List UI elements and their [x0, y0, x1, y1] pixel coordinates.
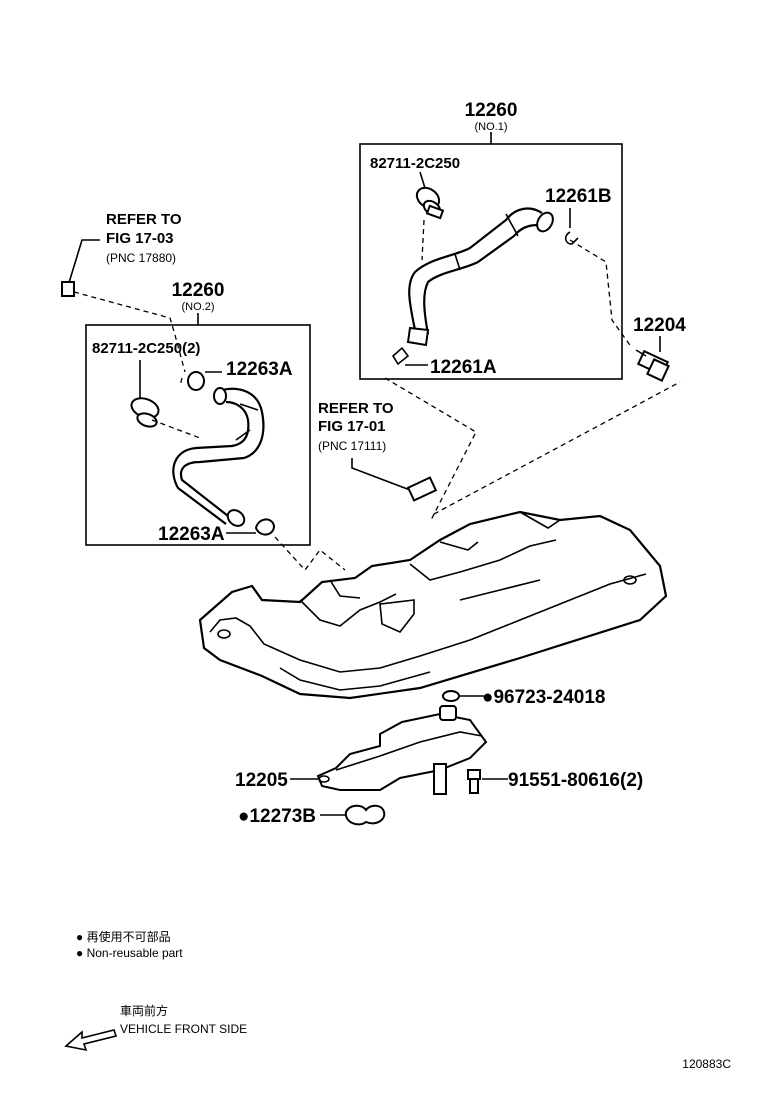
o-ring-icon	[442, 690, 460, 702]
part-82711-mid-label: 82711-2C250(2)	[92, 340, 200, 357]
hose-no1-icon	[406, 207, 554, 347]
pcv-valve-12204-group: 12204	[633, 315, 686, 382]
clip-12261B-icon	[564, 231, 579, 245]
part-12273B-label: ●12273B	[238, 806, 316, 827]
baffle-plate-icon	[316, 705, 488, 795]
part-82711-top-label: 82711-2C250	[370, 155, 460, 172]
bolt-icon	[467, 769, 481, 794]
front-arrow-icon	[64, 1029, 118, 1052]
refer2-line2: FIG 17-01	[318, 418, 386, 435]
o-ring-seal-group: ●96723-24018	[442, 687, 605, 708]
part-12263A-top-label: 12263A	[226, 359, 293, 380]
pipe-end-2-icon	[406, 476, 438, 502]
clip-12263A-top-icon	[187, 371, 205, 391]
part-12261B-label: 12261B	[545, 186, 612, 207]
hose-no2-group: 12260 (NO.2) 82711-2C250(2) 12263A 12263…	[85, 280, 311, 546]
part-12261A-label: 12261A	[430, 357, 497, 378]
baffle-plate-12205-group: 12205	[235, 705, 488, 795]
part-12204-label: 12204	[633, 315, 686, 336]
legend-jp: ● 再使用不可部品	[76, 929, 171, 944]
part-12205-label: 12205	[235, 770, 288, 791]
hose-clamp-icon	[415, 186, 445, 220]
hose-no2-box	[85, 324, 311, 546]
gasket-icon	[344, 804, 386, 826]
figure-id: 120883C	[682, 1057, 731, 1071]
part-91551-label: 91551-80616(2)	[508, 770, 643, 791]
refer2-line1: REFER TO	[318, 400, 394, 417]
pipe-end-icon	[61, 281, 75, 297]
legend-en: ● Non-reusable part	[76, 946, 183, 960]
front-label-en: VEHICLE FRONT SIDE	[120, 1022, 247, 1036]
front-label-jp: 車両前方	[120, 1003, 168, 1018]
clip-12261A-icon	[391, 346, 410, 366]
hose-no1-group: 12260 (NO.1) 82711-2C250 12261B 12261A	[359, 100, 633, 380]
refer-fig-17-03-group: REFER TO FIG 17-03 (PNC 17880)	[61, 211, 186, 373]
refer-fig-17-01-group: REFER TO FIG 17-01 (PNC 17111)	[274, 377, 681, 572]
cylinder-head-cover-icon	[198, 510, 668, 700]
gasket-12273B-group: ●12273B	[238, 804, 386, 827]
hose-no2-icon	[172, 387, 265, 527]
refer2-line3: (PNC 17111)	[318, 439, 386, 453]
bolt-91551-group: 91551-80616(2)	[467, 769, 643, 794]
hose-clamp-mid-icon	[130, 397, 160, 428]
part-12260-no1-number: 12260	[465, 100, 518, 121]
part-12260-no1-sub: (NO.1)	[475, 121, 508, 133]
part-96723-label: ●96723-24018	[482, 687, 605, 708]
part-12263A-bot-label: 12263A	[158, 524, 225, 545]
refer1-line1: REFER TO	[106, 211, 182, 228]
hose-no1-box	[359, 143, 623, 380]
refer1-line3: (PNC 17880)	[106, 251, 176, 265]
legend: ● 再使用不可部品 ● Non-reusable part	[76, 929, 183, 960]
refer1-line2: FIG 17-03	[106, 230, 174, 247]
vehicle-front-indicator: 車両前方 VEHICLE FRONT SIDE	[64, 1003, 247, 1052]
clip-12263A-bottom-icon	[254, 518, 276, 536]
part-12260-no2-sub: (NO.2)	[182, 301, 215, 313]
part-12260-no2-number: 12260	[172, 280, 225, 301]
pcv-valve-icon	[635, 349, 670, 382]
